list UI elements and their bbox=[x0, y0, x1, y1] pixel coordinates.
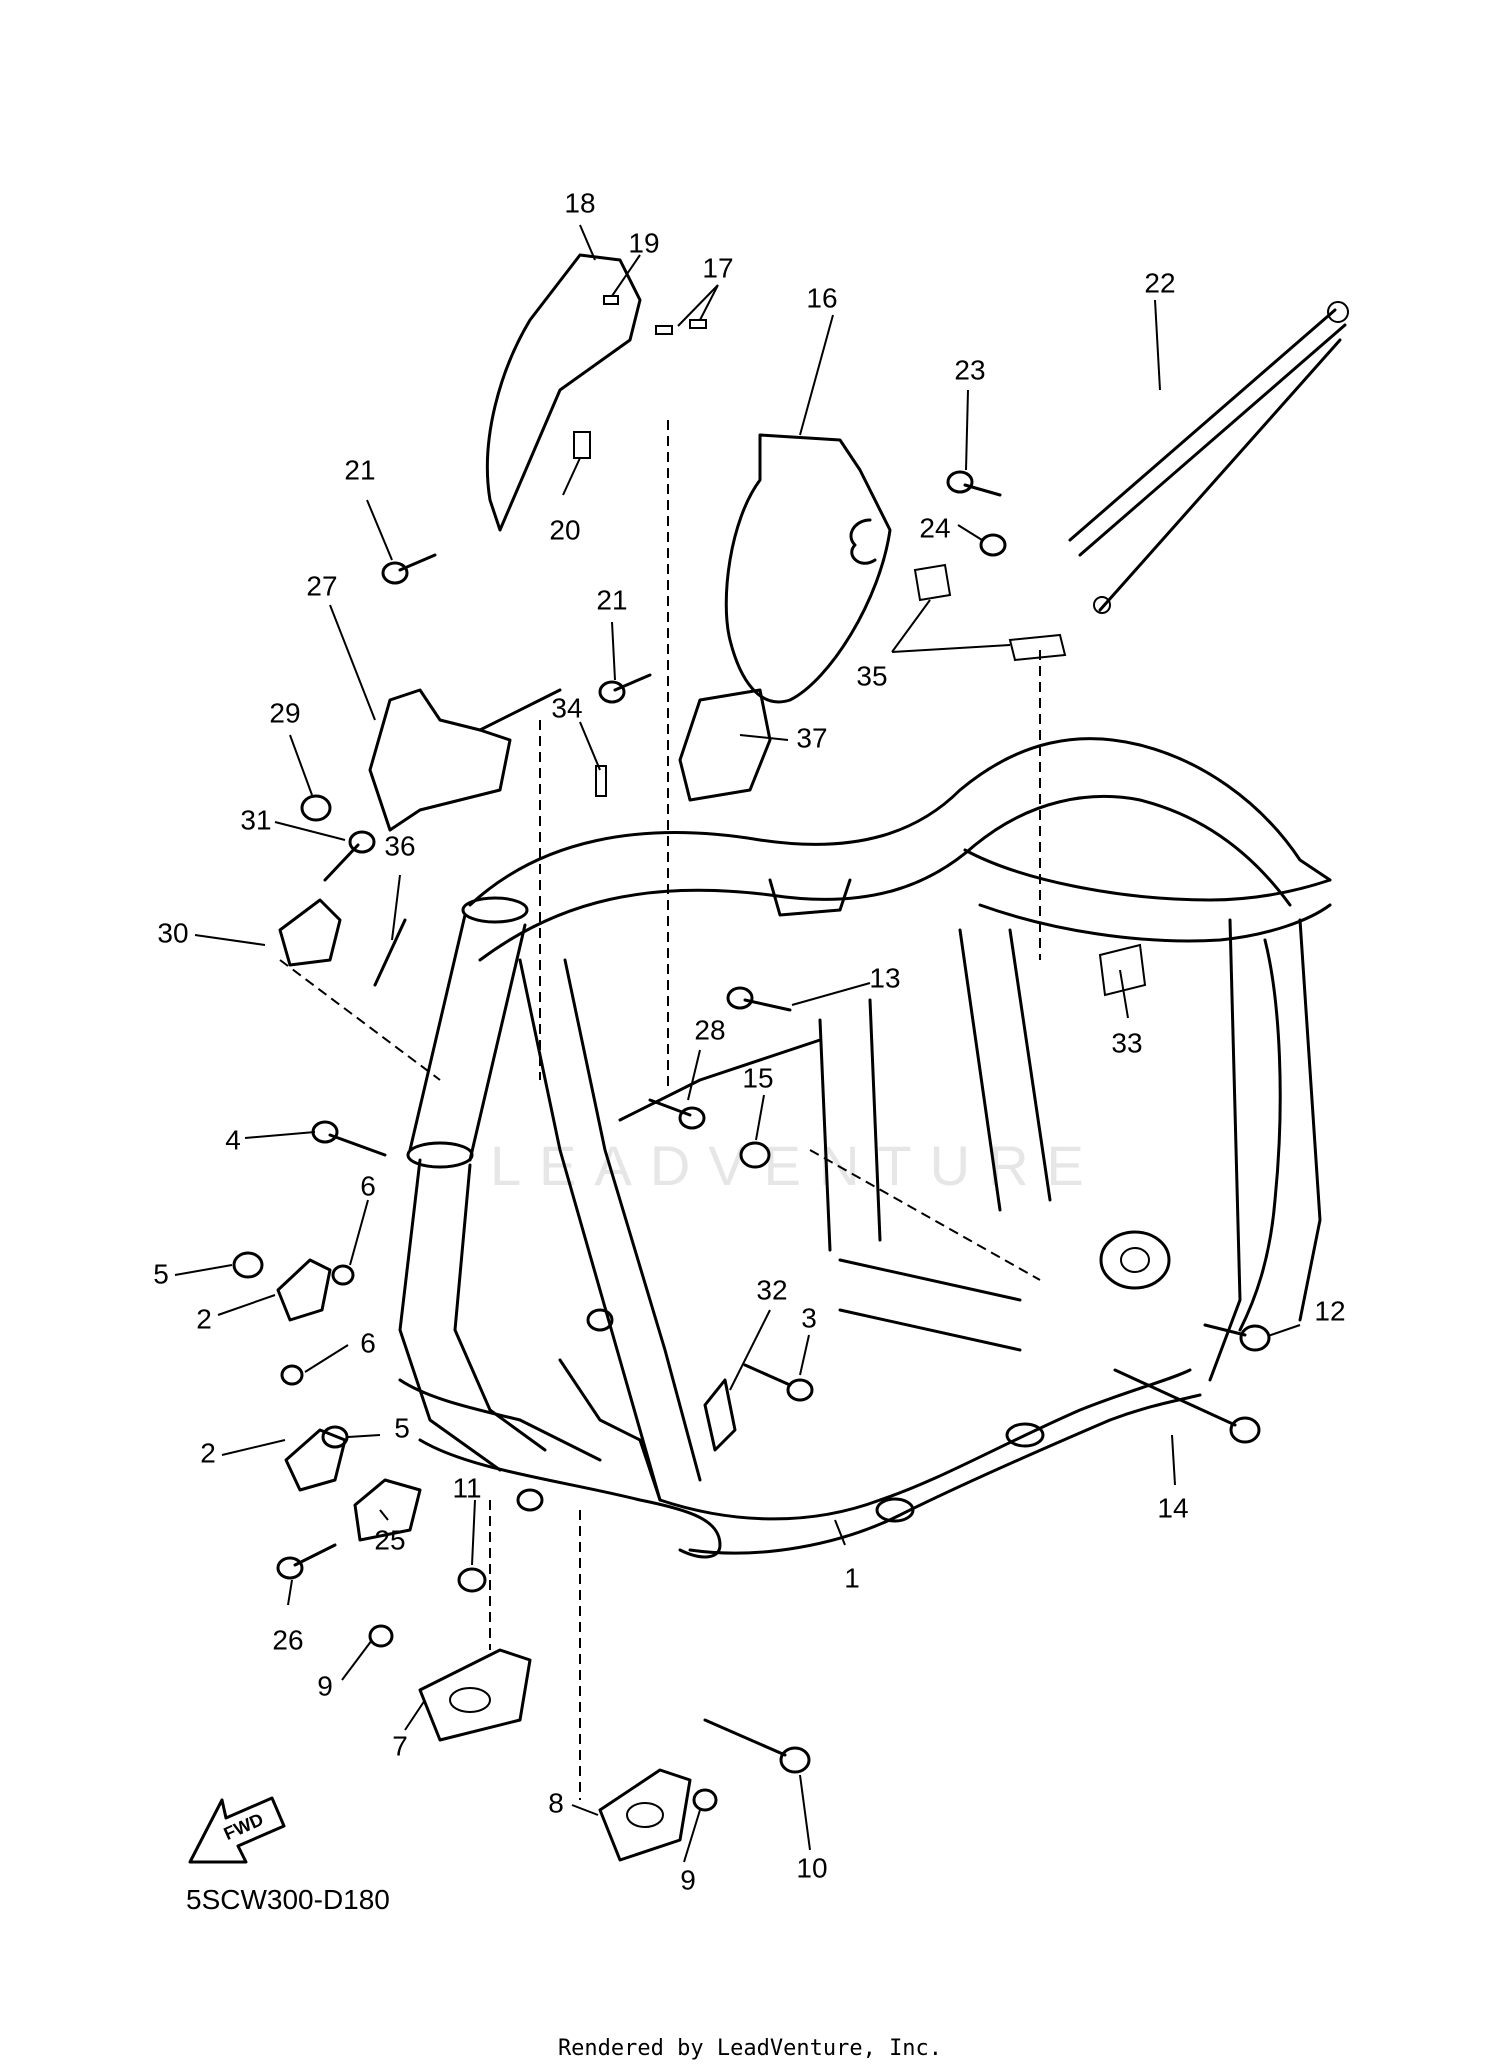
callout-11: 11 bbox=[452, 1472, 481, 1503]
bolt-3 bbox=[743, 1363, 792, 1387]
plate-7 bbox=[418, 1648, 532, 1742]
brace-22 bbox=[1068, 308, 1347, 612]
fwd-label: FWD bbox=[221, 1809, 267, 1844]
callout-18: 18 bbox=[564, 187, 595, 218]
callout-16: 16 bbox=[806, 282, 837, 313]
bracket-27 bbox=[368, 688, 512, 832]
callout-1: 1 bbox=[844, 1562, 860, 1593]
callout-27: 27 bbox=[306, 570, 337, 601]
label-35b bbox=[1008, 633, 1067, 662]
callout-15: 15 bbox=[742, 1062, 773, 1093]
label-35a bbox=[913, 563, 952, 602]
callout-29: 29 bbox=[269, 697, 300, 728]
callouts: 1 2 2 3 4 5 5 6 6 7 8 9 9 10 11 12 13 14… bbox=[153, 187, 1345, 1895]
callout-7: 7 bbox=[392, 1730, 408, 1761]
bolt-12 bbox=[1203, 1323, 1247, 1337]
bolt-31 bbox=[323, 843, 360, 882]
callout-37: 37 bbox=[796, 722, 827, 753]
callout-20: 20 bbox=[549, 514, 580, 545]
clip-20 bbox=[573, 431, 591, 459]
diagram-code: 5SCW300-D180 bbox=[186, 1884, 390, 1915]
callout-26: 26 bbox=[272, 1624, 303, 1655]
bolt-4 bbox=[328, 1133, 387, 1157]
bracket-32 bbox=[703, 1378, 737, 1452]
callout-30: 30 bbox=[157, 917, 188, 948]
callout-19: 19 bbox=[628, 227, 659, 258]
callout-5: 5 bbox=[153, 1258, 169, 1289]
bolt-14 bbox=[1113, 1368, 1237, 1427]
callout-2: 2 bbox=[196, 1303, 212, 1334]
plate-2b bbox=[284, 1428, 347, 1492]
strip-36 bbox=[373, 918, 407, 987]
callout-28: 28 bbox=[694, 1014, 725, 1045]
cover-18 bbox=[485, 253, 642, 532]
callout-5: 5 bbox=[394, 1412, 410, 1443]
bracket-25 bbox=[353, 1478, 422, 1542]
clip-17a bbox=[655, 325, 673, 335]
callout-33: 33 bbox=[1111, 1027, 1142, 1058]
callout-21: 21 bbox=[344, 454, 375, 485]
cover-37 bbox=[678, 688, 772, 802]
callout-9: 9 bbox=[317, 1670, 333, 1701]
plate-2a bbox=[276, 1258, 332, 1322]
callout-31: 31 bbox=[240, 804, 271, 835]
callout-35: 35 bbox=[856, 660, 887, 691]
bolt-26 bbox=[293, 1543, 337, 1567]
callout-36: 36 bbox=[384, 830, 415, 861]
callout-21: 21 bbox=[596, 584, 627, 615]
fwd-arrow-icon: FWD bbox=[188, 1796, 286, 1864]
washer-5a bbox=[232, 1251, 264, 1279]
bolt-9b bbox=[692, 1788, 718, 1812]
callout-10: 10 bbox=[796, 1852, 827, 1883]
credit-line: Rendered by LeadVenture, Inc. bbox=[557, 2036, 943, 2061]
nut-5b bbox=[321, 1425, 349, 1449]
callout-9: 9 bbox=[680, 1864, 696, 1895]
callout-32: 32 bbox=[756, 1274, 787, 1305]
washer-29 bbox=[300, 794, 332, 822]
callout-3: 3 bbox=[801, 1302, 817, 1333]
bolt-6a bbox=[331, 1264, 355, 1286]
bracket-30 bbox=[278, 898, 342, 967]
nut-24 bbox=[979, 533, 1007, 557]
callout-23: 23 bbox=[954, 354, 985, 385]
leader-lines bbox=[174, 224, 1301, 1863]
plate-8 bbox=[598, 1768, 692, 1862]
washer-11 bbox=[457, 1567, 487, 1593]
callout-34: 34 bbox=[551, 692, 582, 723]
clip-34 bbox=[595, 765, 607, 797]
bolt-6b bbox=[280, 1364, 304, 1386]
bolt-28 bbox=[648, 1098, 692, 1117]
callout-17: 17 bbox=[702, 252, 733, 283]
callout-25: 25 bbox=[374, 1524, 405, 1555]
bolt-9a bbox=[368, 1624, 394, 1648]
callout-6: 6 bbox=[360, 1327, 376, 1358]
callout-6: 6 bbox=[360, 1170, 376, 1201]
callout-8: 8 bbox=[548, 1787, 564, 1818]
bolt-10 bbox=[703, 1718, 787, 1757]
label-33 bbox=[1098, 943, 1147, 997]
callout-13: 13 bbox=[869, 962, 900, 993]
callout-14: 14 bbox=[1157, 1492, 1188, 1523]
callout-24: 24 bbox=[919, 512, 950, 543]
callout-2: 2 bbox=[200, 1437, 216, 1468]
clip-19 bbox=[603, 295, 619, 305]
bolt-21b bbox=[613, 673, 652, 692]
main-frame bbox=[398, 737, 1332, 1559]
washer-15 bbox=[739, 1141, 771, 1169]
callout-4: 4 bbox=[225, 1124, 241, 1155]
callout-22: 22 bbox=[1144, 267, 1175, 298]
callout-12: 12 bbox=[1314, 1295, 1345, 1326]
watermark: LEADVENTURE bbox=[490, 1134, 1102, 1197]
clip-17b bbox=[689, 319, 707, 329]
